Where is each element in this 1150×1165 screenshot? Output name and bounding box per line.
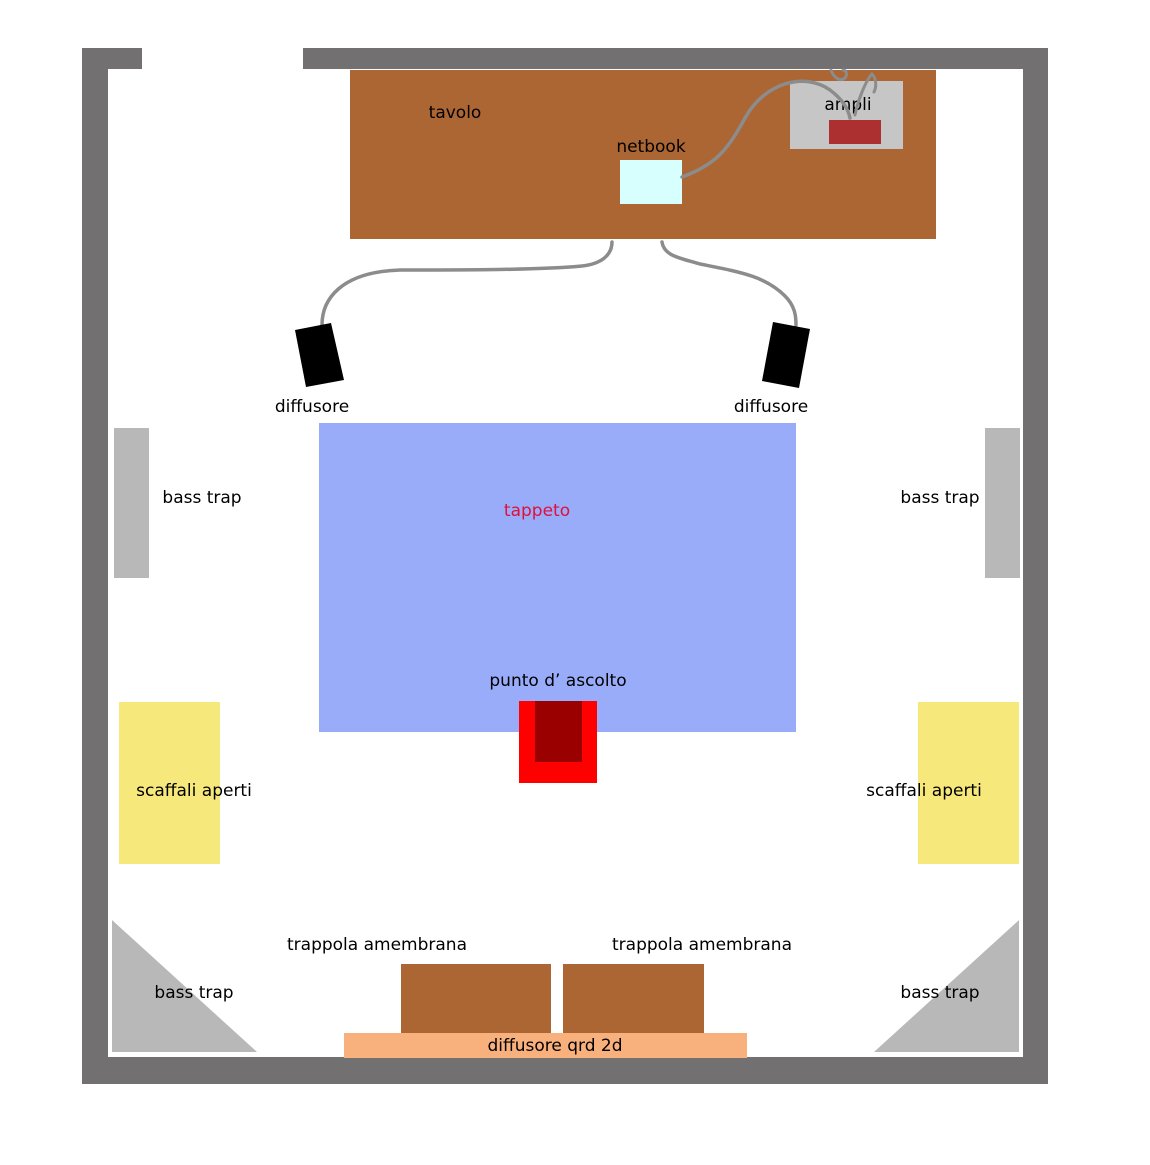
rug-label: tappeto bbox=[503, 501, 571, 521]
membrane-trap-right-label: trappola amembrana bbox=[612, 935, 792, 955]
wall-top-right bbox=[303, 48, 1048, 69]
wall-left bbox=[82, 48, 108, 1084]
membrane-trap-right bbox=[563, 964, 704, 1034]
listening-point-label: punto d’ ascolto bbox=[489, 671, 627, 691]
speaker-left-label: diffusore bbox=[274, 397, 350, 417]
listening-seat-inner bbox=[535, 701, 582, 762]
bass-trap-left-label: bass trap bbox=[162, 488, 242, 508]
table-label: tavolo bbox=[428, 103, 482, 123]
corner-trap-right-label: bass trap bbox=[900, 983, 980, 1003]
cable-right-speaker bbox=[660, 240, 798, 327]
cable-netbook-amp bbox=[680, 79, 852, 179]
speaker-left bbox=[295, 323, 344, 387]
amplifier-front-panel bbox=[829, 120, 881, 144]
bass-trap-right-label: bass trap bbox=[900, 488, 980, 508]
bass-trap-right bbox=[985, 428, 1020, 578]
wall-right bbox=[1023, 48, 1048, 1084]
bass-trap-left bbox=[114, 428, 149, 578]
qrd-diffuser bbox=[344, 1033, 747, 1058]
cable-amp-loop-1 bbox=[829, 68, 848, 82]
speaker-right bbox=[762, 322, 810, 388]
membrane-trap-left-label: trappola amembrana bbox=[287, 935, 467, 955]
corner-trap-left bbox=[112, 920, 257, 1052]
shelves-right-label: scaffali aperti bbox=[866, 781, 982, 801]
shelves-right bbox=[918, 702, 1019, 864]
netbook-label: netbook bbox=[616, 137, 686, 157]
speaker-right-label: diffusore bbox=[733, 397, 809, 417]
shelves-left-label: scaffali aperti bbox=[136, 781, 252, 801]
qrd-diffuser-label: diffusore qrd 2d bbox=[487, 1036, 623, 1056]
corner-trap-right bbox=[874, 920, 1019, 1052]
wall-bottom bbox=[82, 1057, 1048, 1084]
netbook bbox=[620, 160, 682, 204]
shelves-left bbox=[119, 702, 220, 864]
corner-trap-left-label: bass trap bbox=[154, 983, 234, 1003]
cable-amp-loop-2 bbox=[853, 71, 878, 117]
cable-left-speaker bbox=[320, 240, 614, 327]
membrane-trap-left bbox=[401, 964, 551, 1034]
rug bbox=[319, 423, 796, 732]
